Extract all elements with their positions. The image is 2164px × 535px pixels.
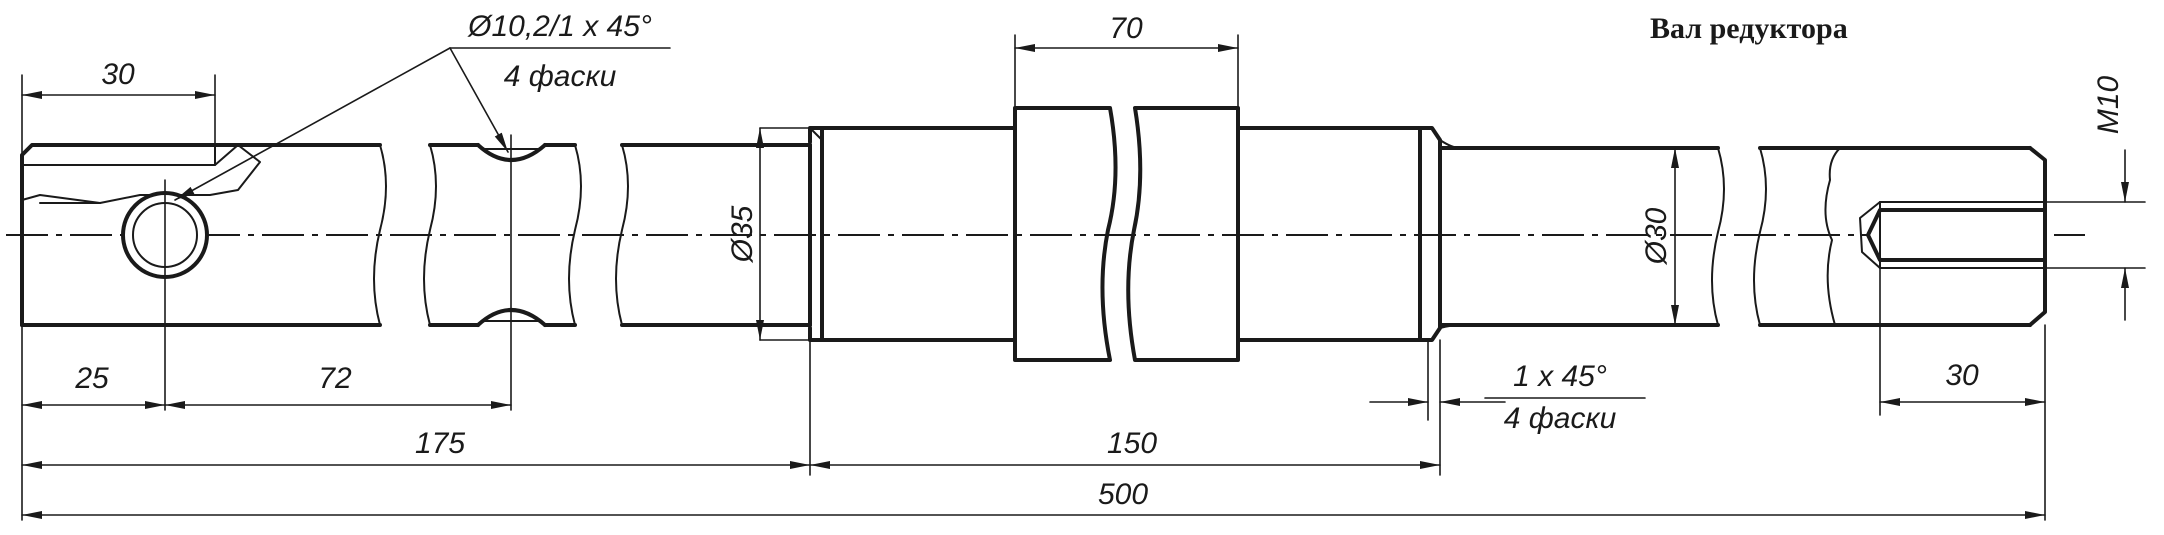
- dim-500: 500: [21, 478, 2046, 519]
- dim-30-top: 30: [21, 58, 216, 99]
- hole-leader-1: [174, 47, 451, 201]
- middle-shaft-body: [820, 106, 1442, 362]
- third-shaft-segment: [615, 126, 824, 342]
- left-section-hatch: [21, 144, 261, 204]
- hole-spec-label: Ø10,2/1 x 45°: [467, 10, 652, 43]
- collar-left: [1013, 106, 1118, 362]
- shaft-chamfer-note: 1 x 45° 4 фаски: [1369, 360, 1646, 435]
- thread-dimension: M10: [2044, 76, 2146, 321]
- left-break-line: [373, 144, 387, 326]
- dia30-label: Ø30: [1640, 207, 1673, 265]
- dim-70-label: 70: [1109, 12, 1143, 45]
- extension-lines: [21, 34, 2046, 521]
- hole-chamfer-count: 4 фаски: [504, 60, 617, 93]
- dim-30-top-label: 30: [101, 58, 135, 91]
- collar-right: [1126, 106, 1240, 362]
- shaft-chamfer-spec: 1 x 45°: [1513, 360, 1607, 393]
- dia35-label: Ø35: [726, 205, 759, 263]
- dim-72-label: 72: [318, 362, 352, 395]
- drawing-title: Вал редуктора: [1650, 12, 1848, 45]
- dim-30-right: 30: [1879, 359, 2046, 406]
- thread-label: M10: [2092, 76, 2125, 135]
- dim-175-label: 175: [415, 427, 465, 460]
- hole-leader-2: [449, 47, 509, 153]
- threaded-bore: [1866, 208, 2047, 262]
- hole-note: Ø10,2/1 x 45° 4 фаски: [174, 10, 671, 201]
- shaft-chamfer-count: 4 фаски: [1504, 402, 1617, 435]
- dim-150-label: 150: [1107, 427, 1157, 460]
- dim-25: 25: [21, 362, 166, 409]
- dim-175: 175: [21, 427, 811, 469]
- dim-72: 72: [164, 362, 512, 409]
- dim-150: 150: [809, 427, 1441, 469]
- dim-500-label: 500: [1098, 478, 1148, 511]
- dim-30-right-label: 30: [1945, 359, 1979, 392]
- dim-25-label: 25: [74, 362, 109, 395]
- dia30-dimension: Ø30: [1640, 147, 1679, 326]
- dim-70: 70: [1014, 12, 1239, 52]
- right-shaft-end: [1753, 146, 2047, 327]
- dia35-dimension: Ø35: [726, 127, 811, 341]
- second-shaft-segment: [423, 134, 582, 411]
